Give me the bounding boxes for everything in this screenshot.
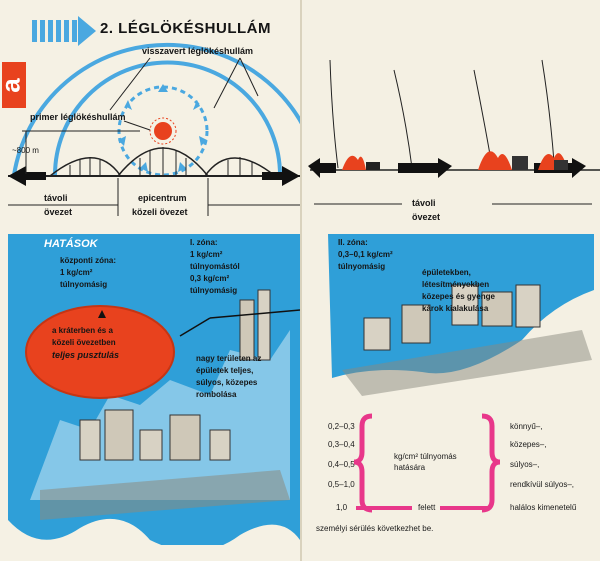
crater-text-2: közeli övezetben <box>52 338 116 347</box>
legend-unit-2: hatására <box>394 463 426 472</box>
legend-range-5: 1,0 <box>336 503 348 512</box>
legend-result-3: súlyos–, <box>510 460 540 469</box>
legend-result-4: rendkívül súlyos–, <box>510 480 575 489</box>
section-title: 2. LÉGLÖKÉSHULLÁM <box>100 20 272 37</box>
height-label: ~800 m <box>12 146 39 155</box>
crater-zone-ellipse <box>26 306 174 398</box>
badge-letter: a <box>0 78 27 92</box>
legend-result-2: közepes–, <box>510 440 547 449</box>
city-sketch <box>342 284 592 396</box>
wave-lines <box>329 59 555 169</box>
epicenter-label: epicentrum <box>138 193 187 203</box>
legend-above: felett <box>418 503 436 512</box>
large-area-text-4: rombolása <box>196 390 237 399</box>
blast-wave-diagram <box>12 42 302 177</box>
large-area-text-3: súlyos, közepes <box>196 378 258 387</box>
arrow-left-icon <box>308 158 336 178</box>
near-zone-label: közeli övezet <box>132 207 188 217</box>
reflected-wave-label: visszavert léglökéshullám <box>142 46 254 56</box>
left-page-graphics <box>2 16 302 545</box>
left-brace <box>353 413 373 513</box>
large-area-text-1: nagy területen az <box>196 354 262 363</box>
ruins-illustration <box>30 289 290 520</box>
legend-unit: kg/cm² túlnyomás <box>394 452 457 461</box>
building-damage-3: közepes és gyenge <box>422 292 495 301</box>
zone2-over: túlnyomásig <box>338 262 386 271</box>
building-damage-1: épületekben, <box>422 268 471 277</box>
distant-zone-label: távoli <box>44 193 68 203</box>
effects-title: HATÁSOK <box>44 238 98 250</box>
right-page-graphics <box>308 59 600 513</box>
zone1-p3: 0,3 kg/cm² <box>190 274 230 283</box>
building-damage-4: károk kialakulása <box>422 304 489 313</box>
zone1-title: I. zóna: <box>190 238 218 247</box>
badge-bar <box>2 62 26 108</box>
right-page: távoli övezet II. zóna: 0,3–0,1 kg/cm² t… <box>302 0 600 561</box>
zone1-p2: túlnyomástól <box>190 262 240 271</box>
crater-text-1: a kráterben és a <box>52 326 113 335</box>
left-page: a 2. LÉGLÖKÉSHULLÁM visszavert léglökésh… <box>0 16 302 545</box>
zone2-pressure: 0,3–0,1 kg/cm² <box>338 250 393 259</box>
legend-range-3: 0,4–0,5 <box>328 460 355 469</box>
legend-result-5: halálos kimenetelű <box>510 503 577 512</box>
header-arrow-icon <box>32 16 96 46</box>
page-fold <box>300 0 303 561</box>
distant-zone-label-right: távoli <box>412 198 436 208</box>
zone2-title: II. zóna: <box>338 238 368 247</box>
ground-profile <box>8 130 300 216</box>
distant-zone-word: övezet <box>44 207 73 217</box>
zone1-p1: 1 kg/cm² <box>190 250 223 259</box>
arrow-right-icon <box>398 158 452 178</box>
legend-range-2: 0,3–0,4 <box>328 440 355 449</box>
large-area-text-2: épületek teljes, <box>196 366 254 375</box>
legend-result-1: könnyű–, <box>510 422 543 431</box>
central-over: túlnyomásig <box>60 280 108 289</box>
legend-range-1: 0,2–0,3 <box>328 422 355 431</box>
central-zone-label: központi zóna: <box>60 256 116 265</box>
right-brace <box>481 413 501 513</box>
primary-wave-label: primer léglökéshullám <box>30 112 126 122</box>
building-damage-2: létesítményekben <box>422 280 490 289</box>
legend-range-4: 0,5–1,0 <box>328 480 355 489</box>
zone1-p4: túlnyomásig <box>190 286 238 295</box>
distant-zone-word-right: övezet <box>412 212 441 222</box>
crater-text-3: teljes pusztulás <box>52 350 120 360</box>
fire-icon <box>342 151 568 170</box>
legend-footer: személyi sérülés következhet be. <box>316 524 434 533</box>
central-pressure: 1 kg/cm² <box>60 268 93 277</box>
